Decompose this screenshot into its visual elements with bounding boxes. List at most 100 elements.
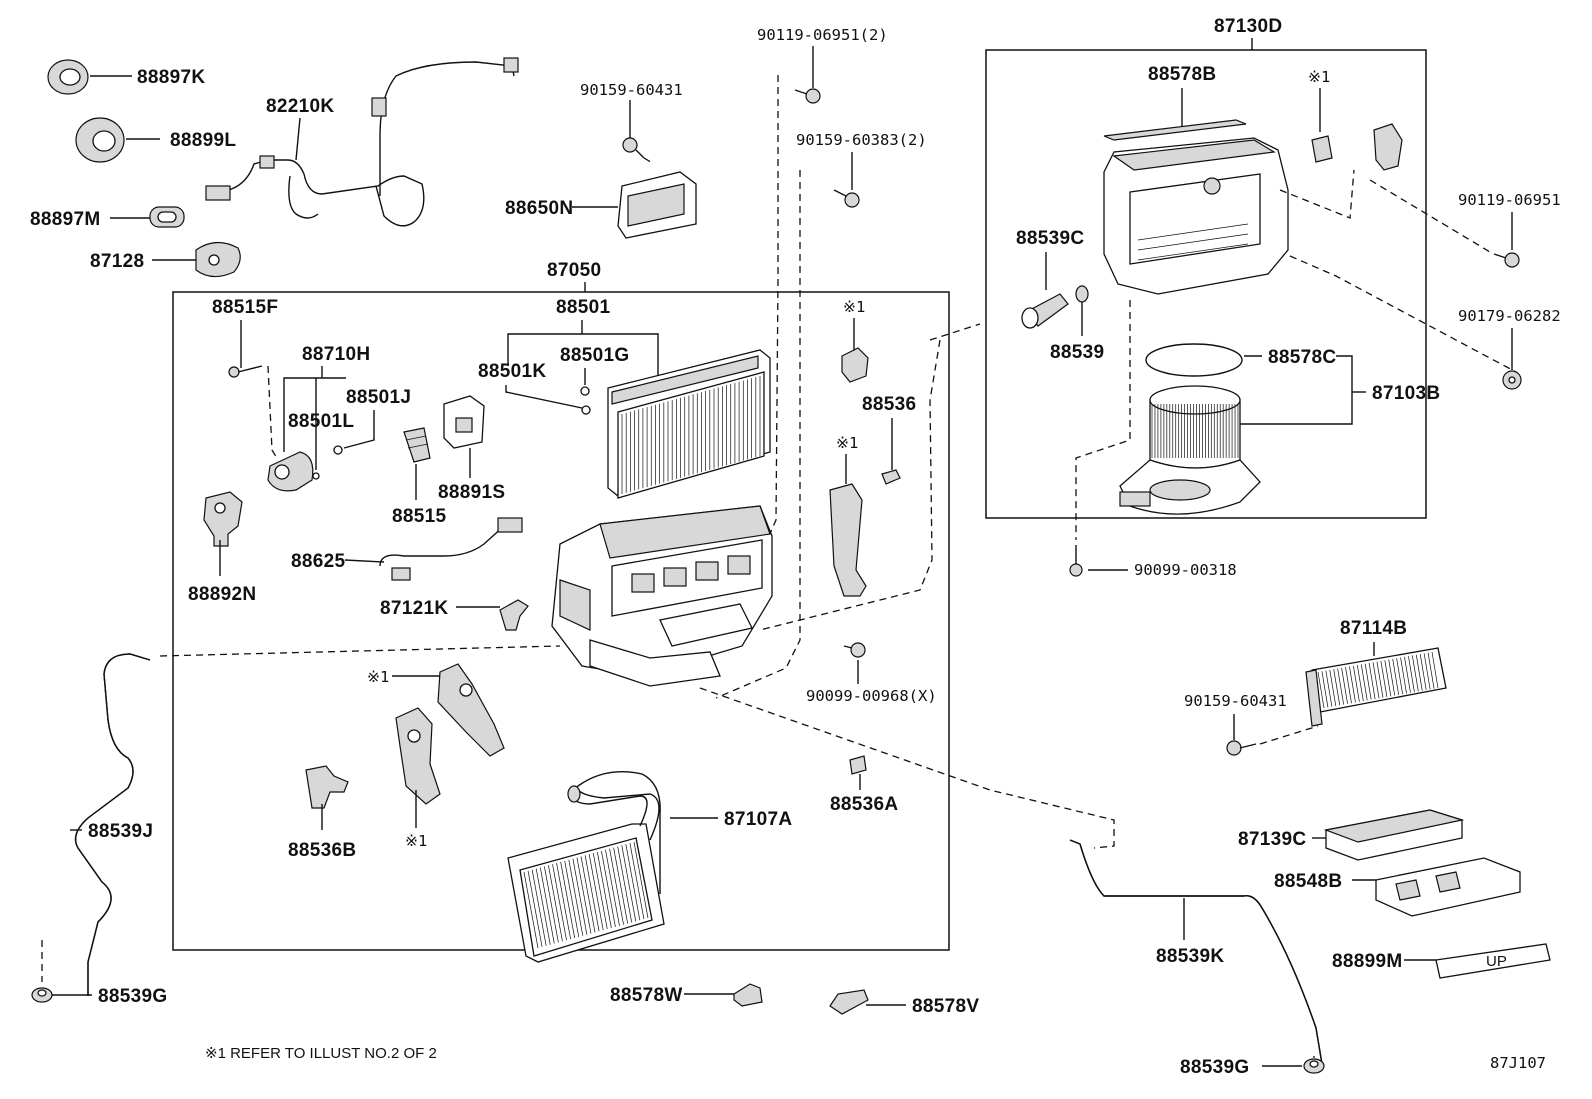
label-88539J[interactable]: 88539J — [88, 821, 153, 842]
bracket-88650N — [617, 171, 697, 239]
ref-mark-1: ※1 — [843, 298, 865, 316]
label-90119-06951[interactable]: 90119-06951 — [1458, 191, 1561, 209]
label-88625[interactable]: 88625 — [291, 551, 345, 572]
label-87128[interactable]: 87128 — [90, 251, 144, 272]
label-88710H[interactable]: 88710H — [302, 344, 370, 365]
screw-90099-00318 — [1069, 563, 1083, 577]
label-88548B[interactable]: 88548B — [1274, 871, 1342, 892]
oring-88501G-88501K — [580, 386, 591, 415]
label-90159-60431-right[interactable]: 90159-60431 — [1184, 692, 1287, 710]
nut-90179-06282 — [1502, 370, 1522, 390]
screw-90099-00968 — [843, 642, 866, 658]
grommet-88899L — [75, 117, 125, 163]
grommet-88539G-left — [31, 987, 53, 1003]
label-88650N[interactable]: 88650N — [505, 198, 573, 219]
drain-hose-88539J — [74, 653, 151, 996]
label-90179-06282[interactable]: 90179-06282 — [1458, 307, 1561, 325]
label-88515[interactable]: 88515 — [392, 506, 446, 527]
heater-87114B — [1305, 647, 1447, 727]
screw-88515F — [228, 365, 263, 378]
label-88899L[interactable]: 88899L — [170, 130, 236, 151]
actuator-ref-3 — [437, 663, 505, 757]
label-88539C[interactable]: 88539C — [1016, 228, 1084, 249]
duct-88539C — [1021, 293, 1069, 329]
screw-90119-06951-2 — [794, 88, 821, 104]
clip-88578V — [829, 989, 869, 1015]
actuator-ref-2 — [829, 483, 867, 597]
label-90099-00968[interactable]: 90099-00968(X) — [806, 687, 937, 705]
drain-hose-88539K — [1069, 839, 1323, 1065]
label-88501[interactable]: 88501 — [556, 297, 610, 318]
label-87103B[interactable]: 87103B — [1372, 383, 1440, 404]
servo-88892N — [203, 491, 243, 547]
seal-88578B — [1103, 119, 1247, 141]
screw-90159-60431-right — [1226, 740, 1257, 756]
grommet-88539G-right — [1303, 1058, 1325, 1074]
blower-motor-87103B — [1119, 385, 1261, 515]
label-88536A[interactable]: 88536A — [830, 794, 898, 815]
label-88897K[interactable]: 88897K — [137, 67, 205, 88]
label-88897M[interactable]: 88897M — [30, 209, 100, 230]
diagram-id: 87J107 — [1490, 1054, 1546, 1072]
screw-90159-60431-top — [622, 137, 645, 159]
screw-90119-06951 — [1493, 252, 1520, 268]
seal-87128 — [195, 241, 241, 278]
label-88501J[interactable]: 88501J — [346, 387, 411, 408]
label-88578C[interactable]: 88578C — [1268, 347, 1336, 368]
sensor-88515 — [403, 427, 431, 463]
label-88578W[interactable]: 88578W — [610, 985, 683, 1006]
label-87050[interactable]: 87050 — [547, 260, 601, 281]
label-88899M[interactable]: 88899M — [1332, 951, 1402, 972]
bracket-88536B — [305, 765, 349, 809]
evaporator-fins — [621, 376, 761, 494]
footnote: ※1 REFER TO ILLUST NO.2 OF 2 — [205, 1045, 437, 1062]
label-88501G[interactable]: 88501G — [560, 345, 629, 366]
label-88539G-right[interactable]: 88539G — [1180, 1057, 1249, 1078]
label-88891S[interactable]: 88891S — [438, 482, 505, 503]
label-87130D[interactable]: 87130D — [1214, 16, 1282, 37]
filter-case-88548B — [1375, 857, 1521, 917]
wire-harness-82210K — [205, 57, 519, 227]
label-88501K[interactable]: 88501K — [478, 361, 546, 382]
label-88539G-left[interactable]: 88539G — [98, 986, 167, 1007]
oring-88501J — [333, 445, 343, 455]
label-88539K[interactable]: 88539K — [1156, 946, 1224, 967]
grommet-88539 — [1075, 285, 1089, 303]
label-87121K[interactable]: 87121K — [380, 598, 448, 619]
hvac-housing — [551, 505, 773, 687]
label-88536B[interactable]: 88536B — [288, 840, 356, 861]
label-88536[interactable]: 88536 — [862, 394, 916, 415]
label-88539[interactable]: 88539 — [1050, 342, 1104, 363]
evaporator-88501 — [607, 349, 771, 499]
label-88892N[interactable]: 88892N — [188, 584, 256, 605]
blower-assembly-frame — [985, 49, 1427, 519]
actuator-ref-4 — [395, 707, 441, 805]
filter-up-marking: UP — [1486, 953, 1507, 970]
screw-90159-60383-2 — [833, 189, 860, 208]
ref-mark-2: ※1 — [836, 434, 858, 452]
label-88578V[interactable]: 88578V — [912, 996, 979, 1017]
gasket-88578C — [1145, 343, 1243, 377]
label-88515F[interactable]: 88515F — [212, 297, 278, 318]
grommet-88897M — [149, 206, 185, 228]
label-88501L[interactable]: 88501L — [288, 411, 354, 432]
blower-case — [1103, 137, 1289, 295]
label-88578B[interactable]: 88578B — [1148, 64, 1216, 85]
actuator-ref-5 — [1311, 135, 1333, 163]
grommet-88897K — [47, 59, 89, 95]
label-82210K[interactable]: 82210K — [266, 96, 334, 117]
label-87139C[interactable]: 87139C — [1238, 829, 1306, 850]
wire-88625 — [379, 517, 523, 581]
label-87107A[interactable]: 87107A — [724, 809, 792, 830]
label-90099-00318[interactable]: 90099-00318 — [1134, 561, 1237, 579]
label-90159-60431-top[interactable]: 90159-60431 — [580, 81, 683, 99]
control-module-88891S — [443, 395, 485, 449]
label-90119-06951-2[interactable]: 90119-06951(2) — [757, 26, 888, 44]
label-90159-60383-2[interactable]: 90159-60383(2) — [796, 131, 927, 149]
actuator-ref-1 — [841, 347, 869, 383]
expansion-valve-88710H — [267, 451, 320, 492]
ref-mark-5: ※1 — [1308, 68, 1330, 86]
label-87114B[interactable]: 87114B — [1340, 618, 1407, 639]
bracket-87121K — [499, 599, 529, 631]
